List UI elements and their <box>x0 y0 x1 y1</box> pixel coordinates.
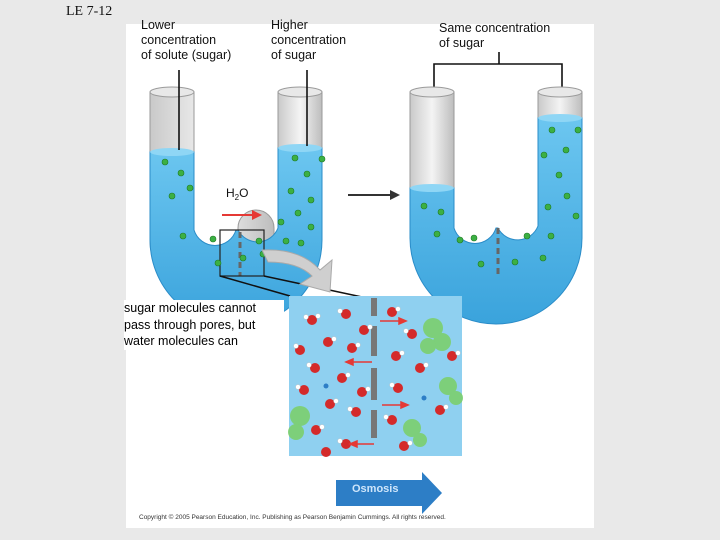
u-tube-right <box>409 86 583 325</box>
label-higher-concentration: Higher concentration of sugar <box>271 18 347 62</box>
u-tube-left <box>149 86 326 327</box>
sugar-molecules-left <box>161 154 326 267</box>
transition-arrow <box>348 190 400 200</box>
water-flow-arrow <box>222 210 262 220</box>
water-label: H2O <box>226 186 248 202</box>
osmosis-label: Osmosis <box>352 483 398 495</box>
slide-label: LE 7-12 <box>66 4 113 19</box>
caption: sugar molecules cannot pass through pore… <box>124 300 284 350</box>
sugar-molecules-right <box>420 126 582 268</box>
label-same-concentration: Same concentration of sugar <box>439 21 551 50</box>
water-molecules <box>293 306 461 457</box>
sugar-clusters <box>288 318 463 447</box>
osmosis-arrow: Osmosis <box>336 472 442 514</box>
copyright: Copyright © 2005 Pearson Education, Inc.… <box>139 514 446 521</box>
pore-arrows <box>344 316 410 449</box>
zoomed-view <box>288 296 463 457</box>
label-lower-concentration: Lower concentration of solute (sugar) <box>141 18 232 62</box>
label-leaders <box>178 52 563 188</box>
